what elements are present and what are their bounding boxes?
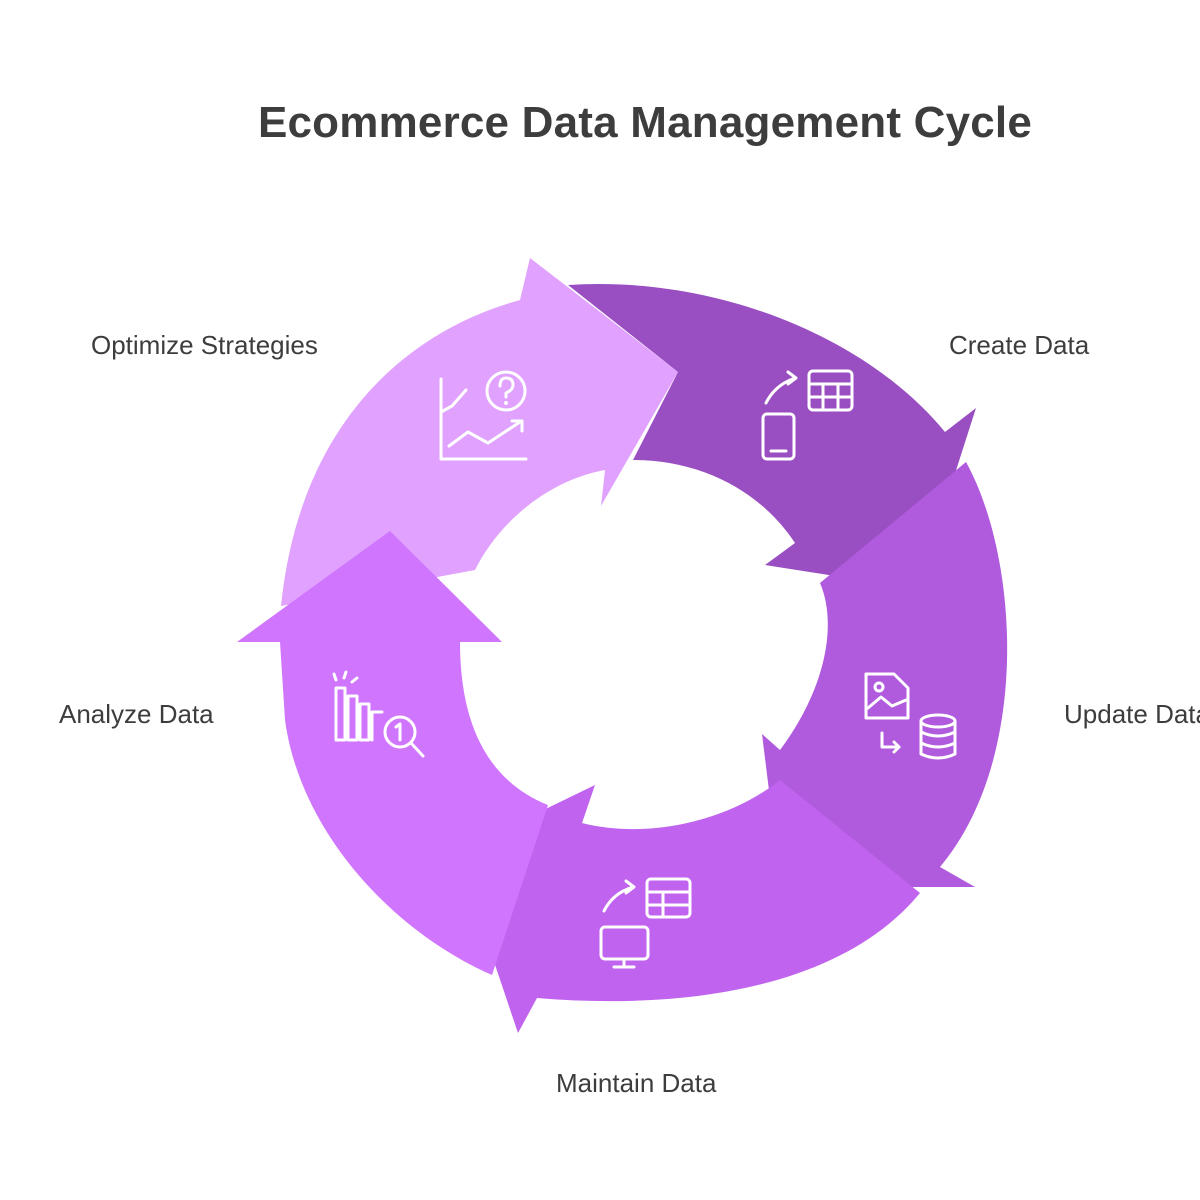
- stage-label-maintain: Maintain Data: [556, 1068, 717, 1098]
- monitor-sync-table-icon: [599, 877, 692, 969]
- stage-label-update: Update Data: [1064, 699, 1200, 729]
- diagram-title: Ecommerce Data Management Cycle: [257, 98, 1033, 147]
- stage-label-create: Create Data: [949, 330, 1090, 360]
- phone-sync-table-icon: [761, 369, 854, 461]
- image-to-database-icon: [864, 672, 957, 760]
- trend-question-icon: [439, 370, 528, 461]
- stage-arrow-create: [568, 283, 976, 589]
- bar-chart-search-icon: [332, 670, 425, 758]
- stage-label-analyze: Analyze Data: [59, 699, 214, 729]
- stage-arrow-analyze: [237, 531, 548, 975]
- stage-label-optimize: Optimize Strategies: [91, 330, 318, 360]
- stage-arrow-optimize: [281, 258, 678, 606]
